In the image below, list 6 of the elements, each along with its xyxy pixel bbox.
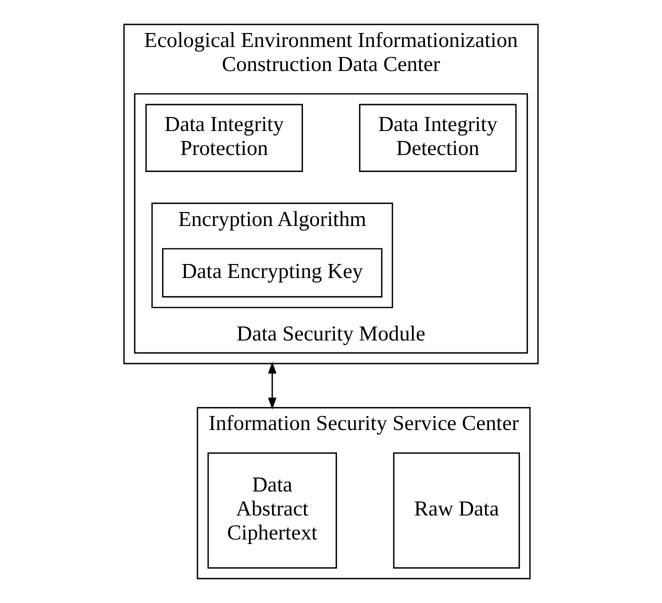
node-box: Raw Data <box>393 452 520 569</box>
node-box: Data Integrity Protection <box>145 104 303 172</box>
node-box: Data Integrity Detection <box>359 104 517 172</box>
node-box: Data Abstract Ciphertext <box>207 452 337 569</box>
arrow <box>268 362 276 410</box>
node-box: Data Encrypting Key <box>162 248 382 298</box>
